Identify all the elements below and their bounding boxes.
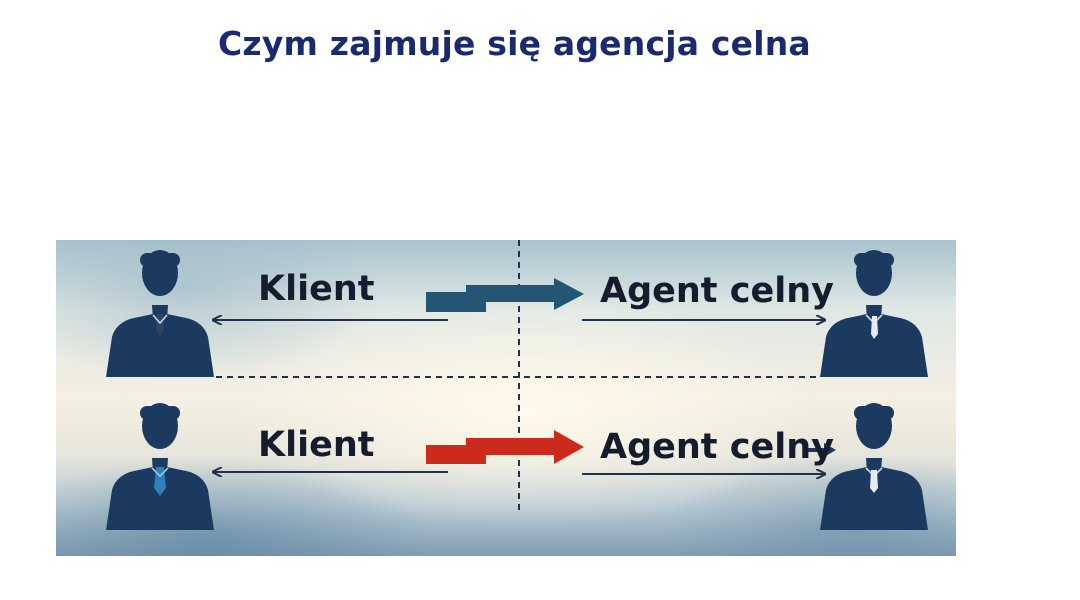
agent-label-top: Agent celny (600, 271, 834, 311)
client-silhouette-top (106, 250, 214, 377)
client-silhouette-bottom (106, 403, 214, 530)
page-title: Czym zajmuje się agencja celna (218, 24, 811, 63)
client-label-top: Klient (258, 269, 375, 309)
agent-label-bottom: Agent celny (600, 427, 834, 467)
diagram-panel: Klient Agent celny Klient Agent celny (56, 240, 956, 556)
agent-silhouette-top (820, 250, 928, 377)
agent-silhouette-bottom (820, 403, 928, 530)
client-label-bottom: Klient (258, 425, 375, 465)
exchange-arrow-top (426, 278, 584, 312)
diagram-graphics (106, 240, 928, 530)
exchange-arrow-bottom (426, 430, 584, 464)
pointer-arrow-icon (808, 443, 836, 457)
